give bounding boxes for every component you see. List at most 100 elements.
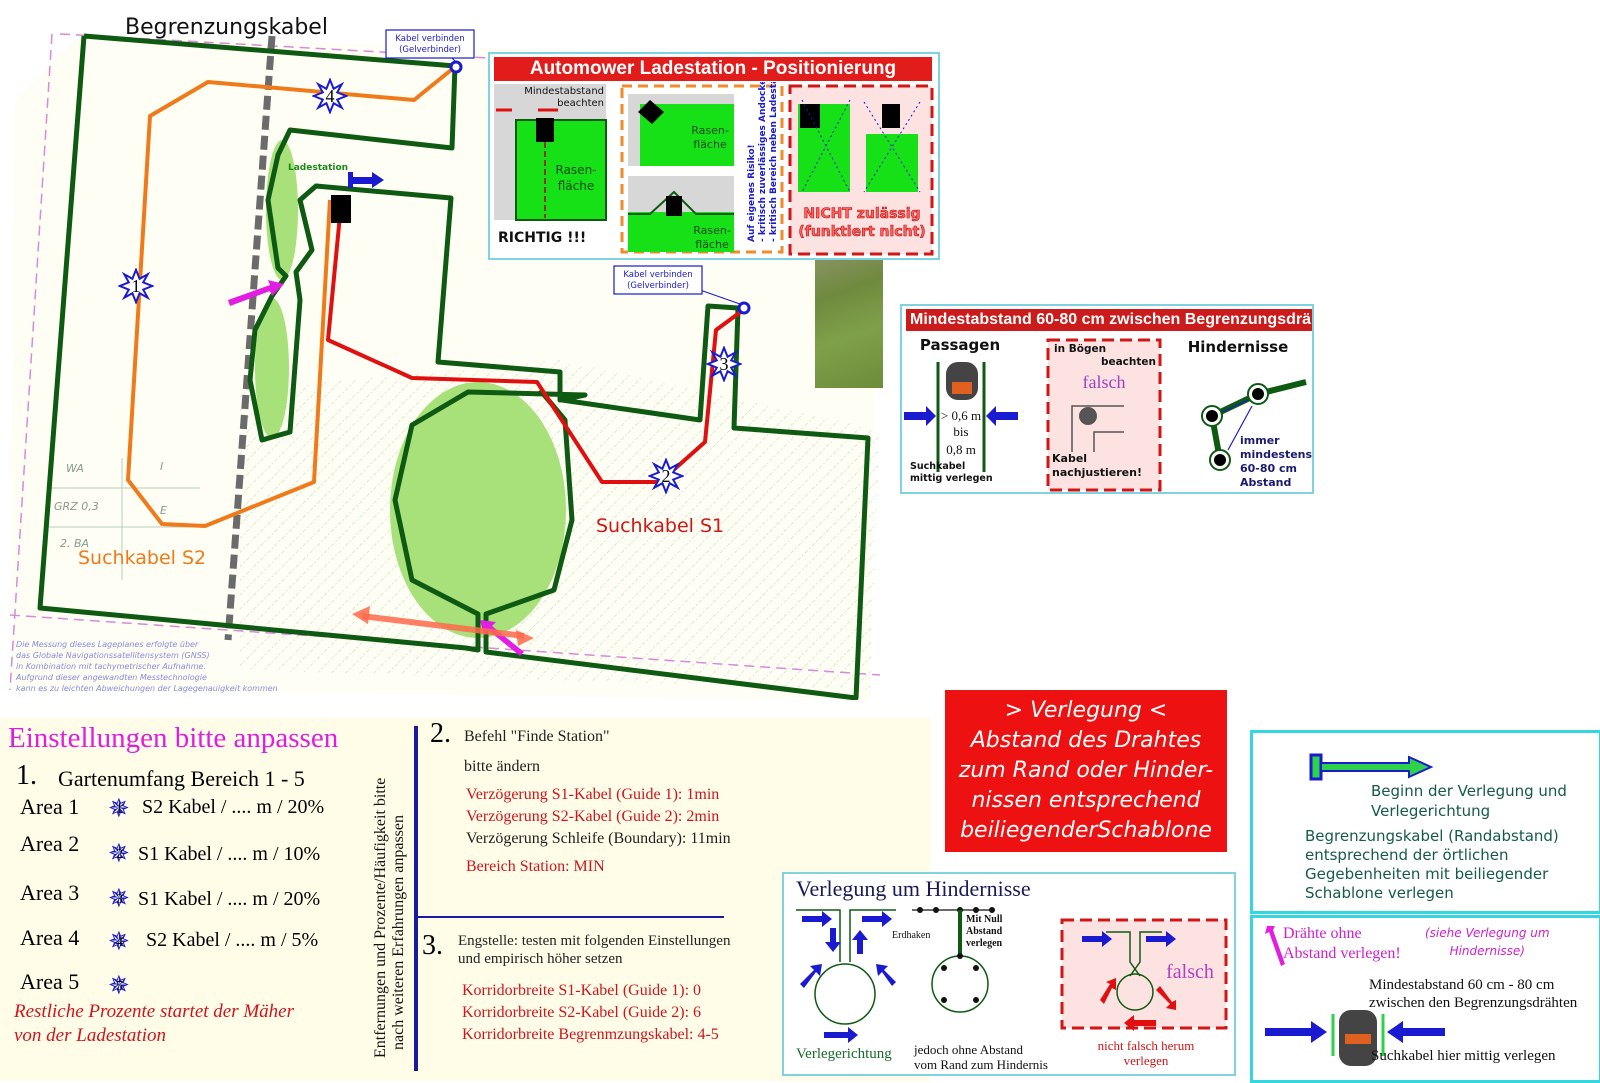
map-title: Begrenzungskabel xyxy=(125,15,328,40)
plan-label-ba: 2. BA xyxy=(60,537,89,550)
guide-s1-label: Suchkabel S1 xyxy=(596,515,724,537)
svg-text:verlegen: verlegen xyxy=(966,938,1003,949)
svg-text:- kritisch Bereich neben Lades: - kritisch Bereich neben Ladestation xyxy=(769,82,779,242)
svg-text:beachten: beachten xyxy=(1101,356,1156,368)
connector-label-2-line2: (Gelverbinder) xyxy=(627,281,689,291)
ladestation-panel-title: Automower Ladestation - Positionierung xyxy=(494,57,932,81)
obstacle-routing-title: Verlegung um Hindernisse xyxy=(796,876,1031,901)
mindestabstand-diagrams: Passagen > 0,6 m bis 0,8 m Suchkabel mit… xyxy=(904,336,1312,492)
connector-point-2 xyxy=(737,301,751,315)
siehe-note: (siehe Verlegung um Hindernisse) xyxy=(1425,926,1550,958)
vertical-note: Entfernungen und Prozente/Häufigkeit bit… xyxy=(372,777,407,1058)
plan-table xyxy=(48,458,200,580)
area-label: Area 2 xyxy=(20,831,80,856)
svg-text:vom Rand zum Hindernis: vom Rand zum Hindernis xyxy=(914,1057,1048,1072)
mower-passage-icon xyxy=(1265,1010,1445,1066)
area-label: Area 1 xyxy=(20,794,80,819)
connector-label-box-2 xyxy=(613,265,703,295)
section3-title: Engstelle: testen mit folgenden Einstell… xyxy=(458,933,731,967)
section2-list: Verzögerung S1-Kabel (Guide 1): 1min Ver… xyxy=(466,784,731,878)
section2-title: Befehl "Finde Station" xyxy=(464,728,610,745)
charging-station-icon xyxy=(331,195,351,223)
guide-wire-s2 xyxy=(126,64,458,528)
svg-text:falsch: falsch xyxy=(1083,372,1126,392)
svg-text:nachjustieren!: nachjustieren! xyxy=(1052,466,1142,479)
area-marker-icon: ✵ xyxy=(108,971,130,1001)
area-marker-number: 1 xyxy=(116,802,123,817)
svg-text:Rasen-: Rasen- xyxy=(693,224,731,237)
svg-text:Mindestabstand: Mindestabstand xyxy=(524,86,604,97)
area-row: Area 3 ✵ 3 S1 Kabel / .... m / 20% xyxy=(20,880,360,927)
area-marker-number: 3 xyxy=(116,892,123,907)
area-marker-icon: ✵ xyxy=(108,927,130,957)
section2-item: Verzögerung Schleife (Boundary): 11min xyxy=(466,830,731,847)
section3-list: Korridorbreite S1-Kabel (Guide 1): 0 Kor… xyxy=(462,980,719,1046)
ladestation-positioning-panel: Automower Ladestation - Positionierung M… xyxy=(488,52,940,260)
obstacle-routing-diagrams: Verlegerichtung Erdhaken Mit Null Abstan… xyxy=(796,907,1228,1072)
connector-point-1 xyxy=(449,60,463,74)
mindestabstand-panel-title: Mindestabstand 60-80 cm zwischen Begrenz… xyxy=(906,309,1312,331)
svg-text:Erdhaken: Erdhaken xyxy=(892,930,930,941)
area-text: S2 Kabel / .... m / 20% xyxy=(142,796,325,818)
svg-text:fläche: fläche xyxy=(693,138,727,151)
beginn-body: Begrenzungskabel (Randabstand) entsprech… xyxy=(1305,827,1559,902)
section2-number: 2. xyxy=(430,718,451,749)
svg-text:Kabel: Kabel xyxy=(1052,452,1087,465)
verlegung-notice: > Verlegung < Abstand des Drahtes zum Ra… xyxy=(945,690,1227,852)
width-arrow xyxy=(361,613,525,639)
area-text: S1 Kabel / .... m / 20% xyxy=(138,888,321,910)
svg-text:NICHT zulässig: NICHT zulässig xyxy=(803,206,920,222)
svg-text:in Bögen: in Bögen xyxy=(1054,343,1106,355)
section3-item: Korridorbreite S1-Kabel (Guide 1): 0 xyxy=(462,982,702,999)
area-marker-number: 4 xyxy=(116,935,123,950)
area-marker-2-label: 2 xyxy=(662,466,671,486)
svg-text:Auf eigenes Risiko!: Auf eigenes Risiko! xyxy=(747,144,757,242)
svg-text:falsch: falsch xyxy=(1166,961,1214,983)
svg-text:> 0,6 m: > 0,6 m xyxy=(941,408,981,423)
section2-item: Bereich Station: MIN xyxy=(466,858,605,875)
svg-text:Abstand: Abstand xyxy=(966,926,1003,937)
svg-text:- kritisch zuverlässiges Andoc: - kritisch zuverlässiges Andocken xyxy=(758,82,768,242)
draehte-ohne-abstand: Drähte ohne Abstand verlegen! xyxy=(1283,925,1401,962)
connector-label-1-line2: (Gelverbinder) xyxy=(399,45,461,55)
svg-text:mittig verlegen: mittig verlegen xyxy=(910,473,993,484)
plot-border-dashed xyxy=(59,33,880,81)
area-marker-icon: ✵ xyxy=(108,884,130,914)
area-row: Area 5 ✵ 5 xyxy=(20,969,360,1009)
start-arrow-icon xyxy=(1309,753,1434,781)
plan-label-grz: GRZ 0,3 xyxy=(54,500,99,513)
svg-text:nicht falsch herum: nicht falsch herum xyxy=(1098,1038,1195,1053)
section2-item: Verzögerung S1-Kabel (Guide 1): 1min xyxy=(466,786,720,803)
verlegerichtung-label: Verlegerichtung xyxy=(796,1046,892,1062)
wire-spacing-panel: Drähte ohne Abstand verlegen! (siehe Ver… xyxy=(1250,915,1600,1083)
svg-text:Suchkabel: Suchkabel xyxy=(910,461,965,472)
station-label: Ladestation xyxy=(288,163,348,173)
obstacle-tree xyxy=(390,382,566,638)
svg-text:Aufgrund dieser angewandten Me: Aufgrund dieser angewandten Messtechnolo… xyxy=(15,673,207,682)
svg-text:kann es zu leichten Abweichung: kann es zu leichten Abweichungen der Lag… xyxy=(16,684,278,693)
svg-text:Passagen: Passagen xyxy=(920,336,1000,354)
laying-start-panel: Beginn der Verlegung und Verlegerichtung… xyxy=(1250,730,1600,914)
settings-title: Einstellungen bitte anpassen xyxy=(8,722,339,754)
vertical-divider xyxy=(414,726,418,1071)
start-label: Beginn der Verlegung und Verlegerichtung xyxy=(1371,782,1567,820)
mower-icon xyxy=(946,362,978,400)
area-marker-icon: ✵ xyxy=(108,839,130,869)
svg-text:Mit Null: Mit Null xyxy=(966,914,1003,925)
svg-text:Rasen-: Rasen- xyxy=(691,124,729,137)
section3-number: 3. xyxy=(422,930,443,961)
area-marker-icon: ✵ xyxy=(108,794,130,824)
settings-panel: Einstellungen bitte anpassen 1. Gartenum… xyxy=(0,718,930,1081)
area-marker-1-label: 1 xyxy=(132,276,141,296)
svg-text:fläche: fläche xyxy=(558,179,595,193)
guide-wire-s1 xyxy=(326,214,748,484)
area-label: Area 3 xyxy=(20,880,80,905)
area-text: S2 Kabel / .... m / 5% xyxy=(146,929,319,951)
area-row: Area 1 ✵ 1 S2 Kabel / .... m / 20% xyxy=(20,794,360,839)
svg-text:das Globale Navigationssatelli: das Globale Navigationssatellitensystem … xyxy=(16,651,210,660)
area-row: Area 2 ✵ 2 S1 Kabel / .... m / 10% xyxy=(20,831,360,884)
connector-label-2-line1: Kabel verbinden xyxy=(623,270,692,280)
svg-text:0,8 m: 0,8 m xyxy=(946,442,976,457)
svg-text:Abstand: Abstand xyxy=(1240,476,1291,489)
guide-s2-label: Suchkabel S2 xyxy=(78,547,206,569)
